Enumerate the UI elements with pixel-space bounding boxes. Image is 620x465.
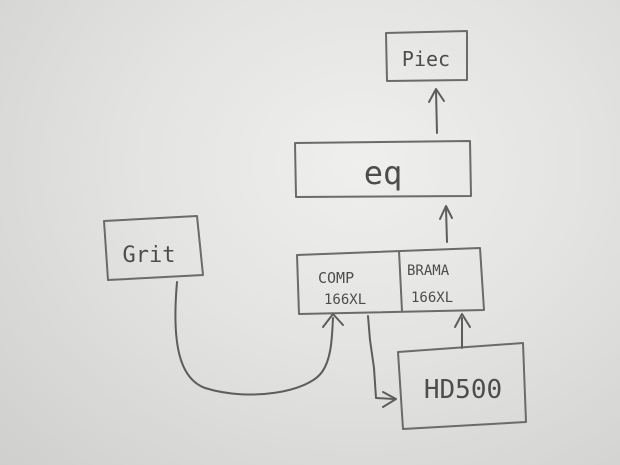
edge-eq-to-piec-line: [435, 89, 438, 134]
edge-comp-to-hd500: [367, 315, 397, 408]
edge-eq-to-piec: [428, 88, 445, 134]
edge-grit-to-comp-line: [174, 281, 334, 396]
node-piec-outline: [385, 30, 468, 82]
node-brama[interactable]: BRAMA 166XL: [407, 263, 453, 306]
edge-eq-to-piec-arrowhead: [428, 88, 445, 103]
node-comp-brama-outline: [296, 247, 485, 315]
node-comp-sublabel: 166XL: [324, 292, 366, 308]
node-hd500-label: HD500: [424, 375, 502, 405]
node-comp[interactable]: COMP 166XL: [318, 269, 366, 308]
node-grit[interactable]: Grit: [103, 215, 204, 281]
node-hd500-outline: [397, 342, 527, 430]
edge-comp-to-eq-arrowhead: [439, 205, 453, 220]
node-comp-label: COMP: [318, 269, 354, 287]
edge-comp-to-eq: [439, 205, 453, 243]
edge-hd500-to-brama: [454, 313, 471, 349]
edge-comp-to-hd500-line: [367, 315, 395, 400]
node-grit-outline: [103, 215, 204, 281]
edge-grit-to-comp: [174, 281, 344, 396]
node-brama-sublabel: 166XL: [411, 290, 453, 306]
node-eq[interactable]: eq: [294, 140, 472, 198]
node-piec-label: Piec: [402, 47, 450, 71]
node-brama-label: BRAMA: [407, 263, 450, 279]
node-eq-label: eq: [364, 154, 403, 192]
edge-comp-to-hd500-arrowhead: [382, 391, 397, 408]
node-eq-outline: [294, 140, 472, 198]
node-comp-brama: [296, 247, 485, 315]
edge-comp-to-eq-line: [445, 207, 448, 243]
edge-hd500-to-brama-arrowhead: [454, 313, 471, 328]
node-divider: [398, 250, 403, 312]
edge-grit-to-comp-arrowhead: [322, 313, 344, 328]
node-hd500[interactable]: HD500: [397, 342, 527, 430]
node-piec[interactable]: Piec: [385, 30, 468, 82]
node-grit-label: Grit: [123, 243, 176, 268]
